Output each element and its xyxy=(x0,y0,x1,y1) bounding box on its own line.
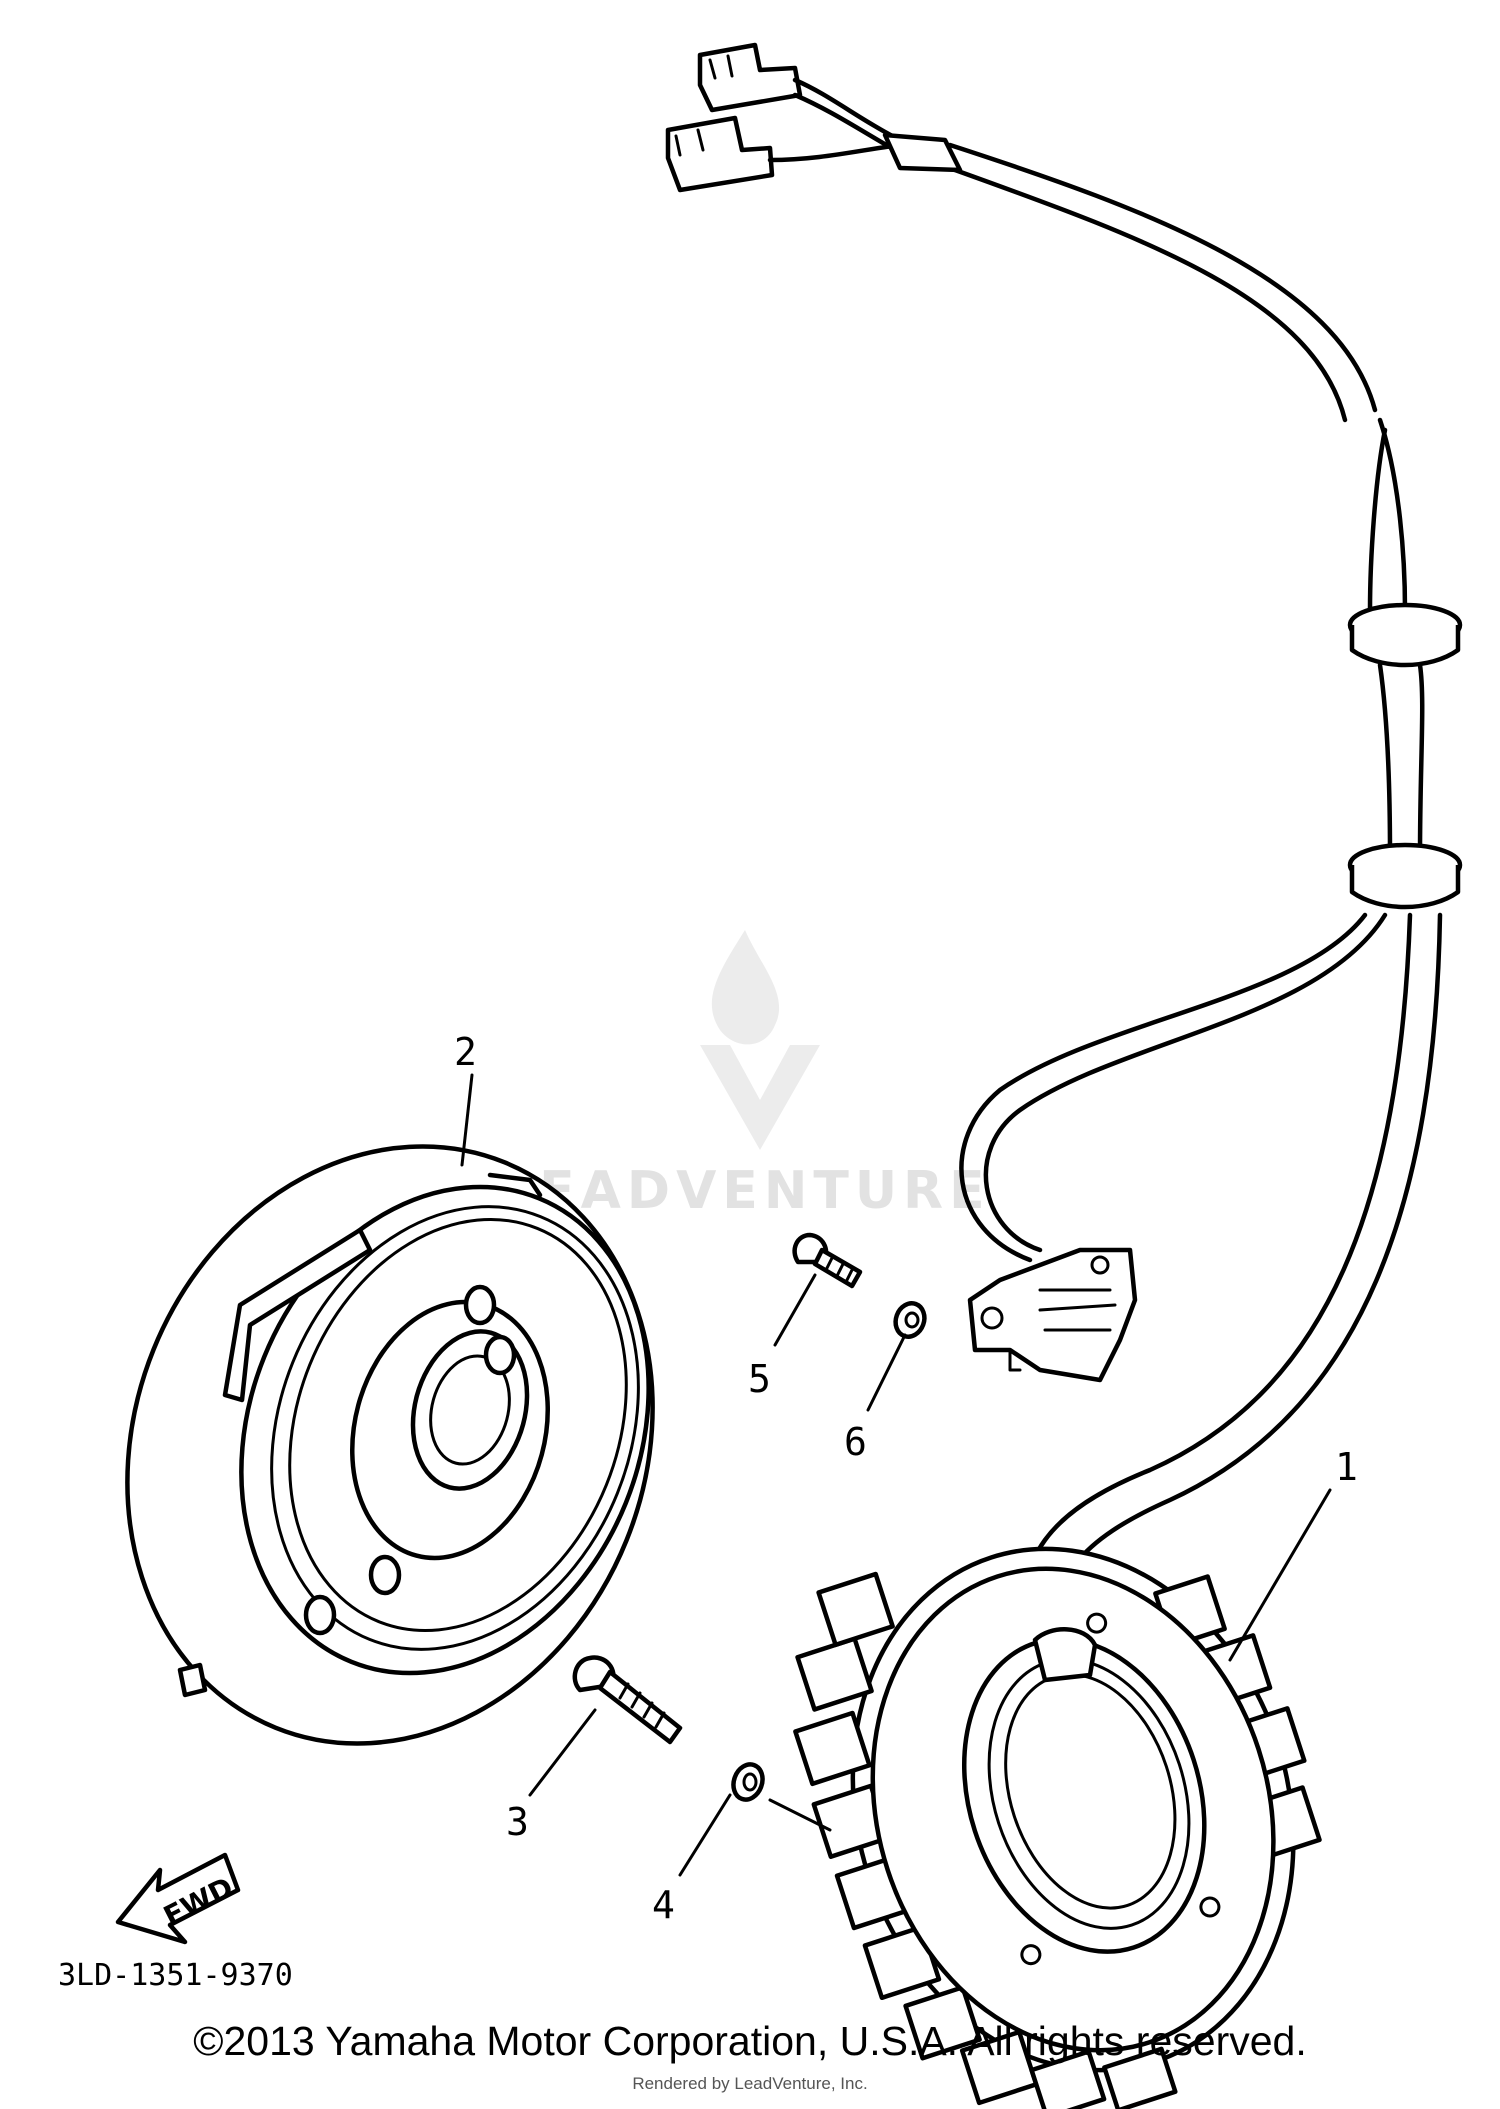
callout-leaders xyxy=(460,1073,1332,1877)
pickup-coil xyxy=(967,1247,1138,1383)
watermark-text: LEADVENTURE xyxy=(500,1161,991,1221)
pickup-washer xyxy=(893,1301,927,1339)
rotor-flywheel xyxy=(125,1144,655,1746)
part-code: 3LD-1351-9370 xyxy=(58,1958,293,1993)
forward-direction-arrow: FWD xyxy=(115,1852,241,1945)
callout-5: 5 xyxy=(748,1357,771,1401)
stator-bolt xyxy=(572,1655,683,1745)
wiring-harness xyxy=(665,42,1463,1653)
callout-3: 3 xyxy=(506,1800,529,1844)
leadventure-watermark: LEADVENTURE xyxy=(500,930,991,1221)
callout-6: 6 xyxy=(844,1420,867,1464)
stator-washer xyxy=(731,1762,765,1802)
stator-assembly xyxy=(793,1546,1322,2109)
copyright-notice: ©2013 Yamaha Motor Corporation, U.S.A. A… xyxy=(193,2018,1307,2064)
pickup-bolt xyxy=(792,1232,863,1289)
callout-4: 4 xyxy=(652,1883,675,1927)
callout-1: 1 xyxy=(1335,1445,1358,1489)
rendered-by-notice: Rendered by LeadVenture, Inc. xyxy=(632,2074,868,2093)
callout-2: 2 xyxy=(454,1030,477,1074)
